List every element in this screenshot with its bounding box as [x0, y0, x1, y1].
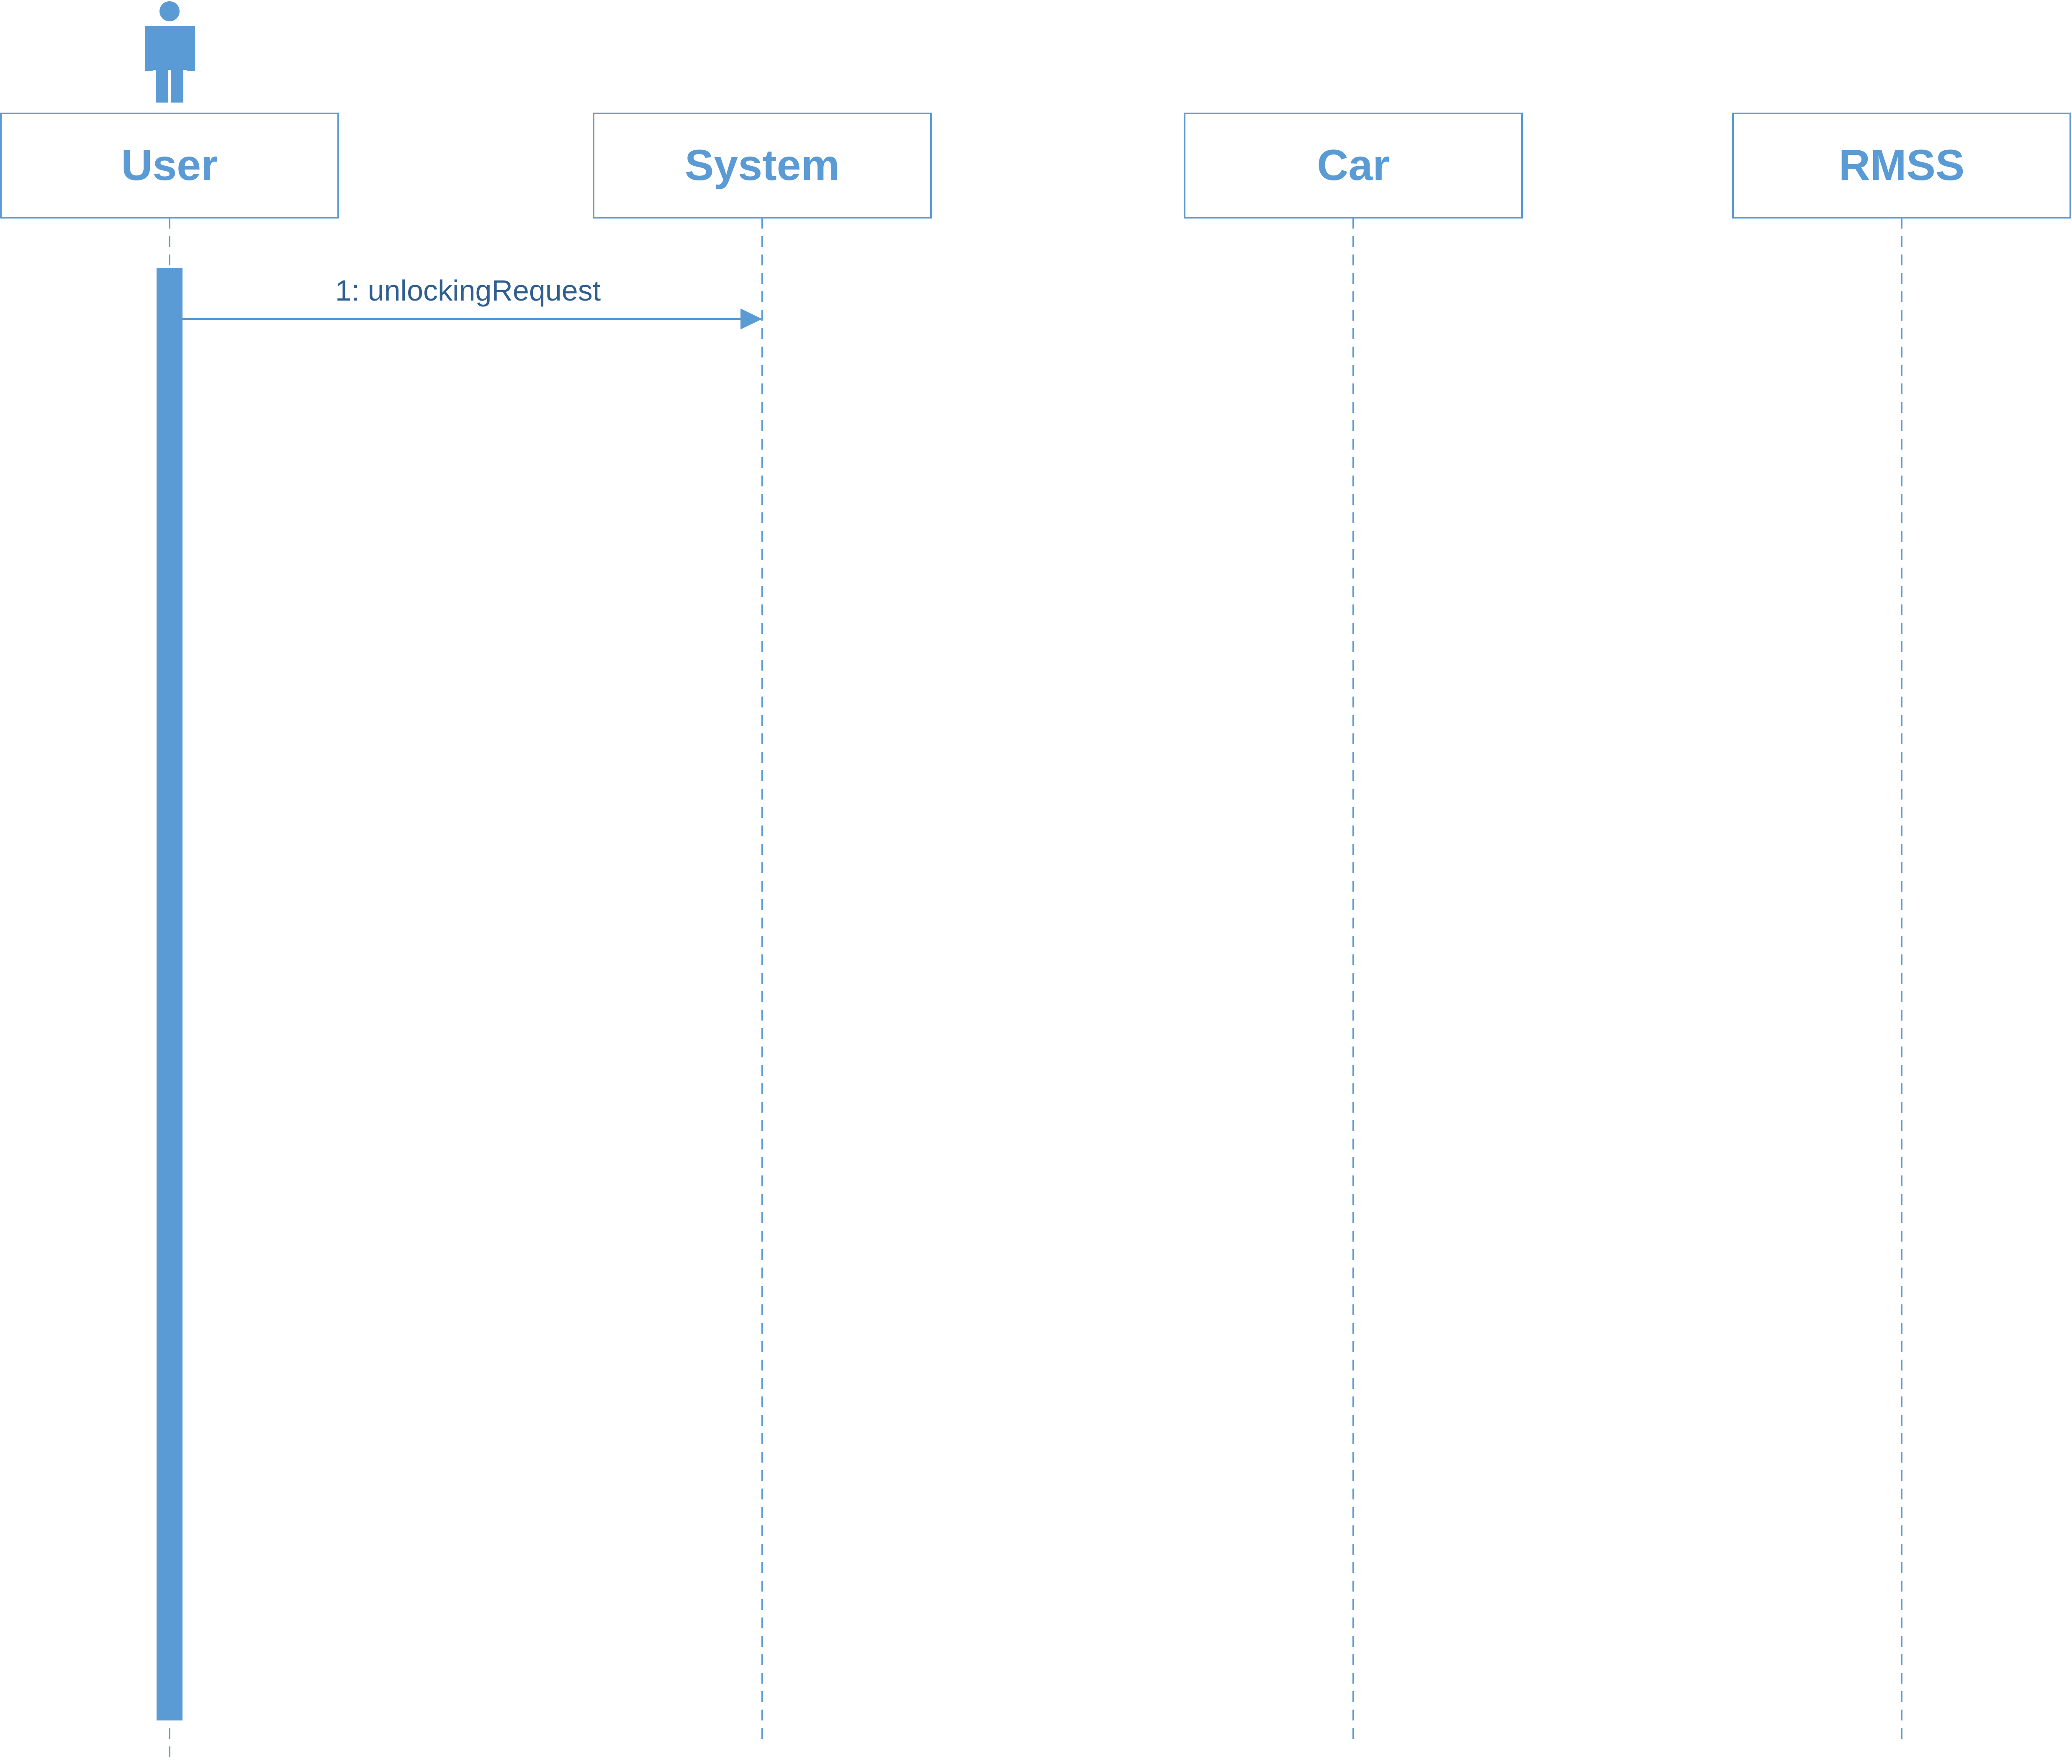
- message-label: 1: unlockingRequest: [335, 274, 601, 307]
- participant-rmss[interactable]: RMSS: [1732, 113, 2071, 219]
- arrowhead-icon: [740, 309, 762, 329]
- activation-bar-user: [157, 268, 183, 1720]
- participant-car-label: Car: [1317, 141, 1389, 190]
- participant-system-label: System: [685, 141, 840, 190]
- participant-rmss-label: RMSS: [1839, 141, 1964, 190]
- participant-user-label: User: [121, 141, 218, 190]
- participant-system[interactable]: System: [593, 113, 932, 219]
- message-unlocking-request[interactable]: 1: unlockingRequest: [183, 274, 762, 329]
- person-icon: [145, 1, 195, 103]
- participant-car[interactable]: Car: [1184, 113, 1523, 219]
- participant-user[interactable]: User: [0, 113, 339, 219]
